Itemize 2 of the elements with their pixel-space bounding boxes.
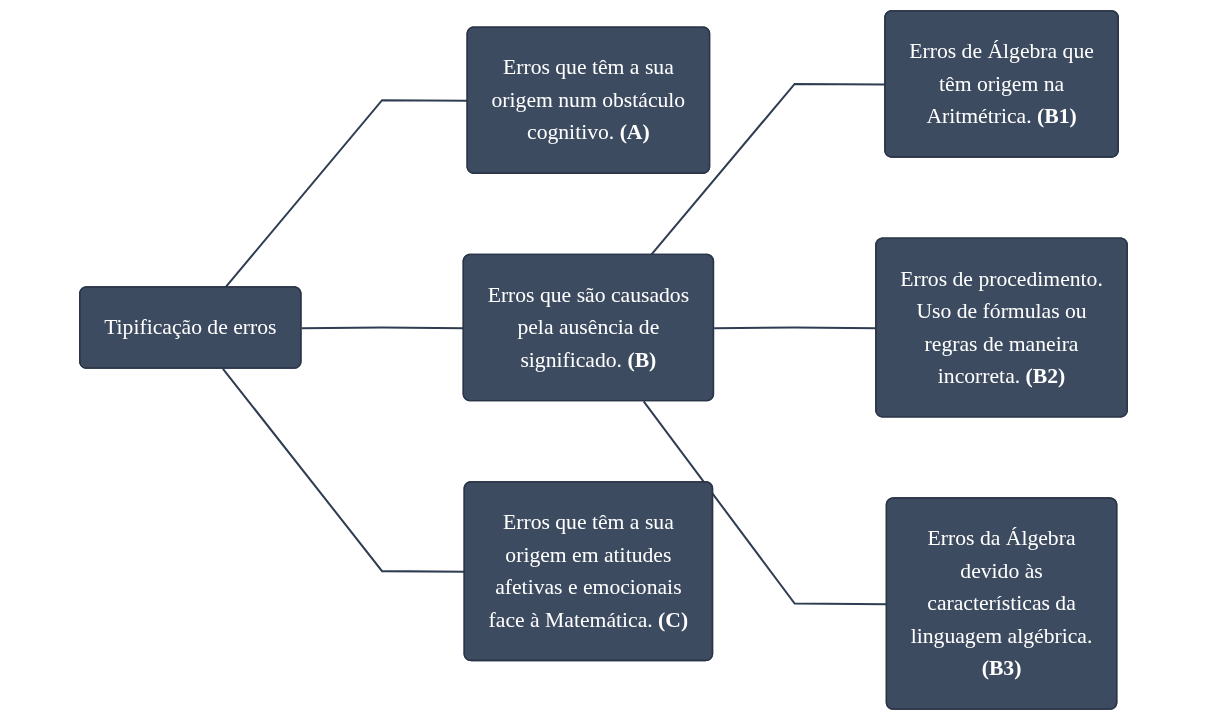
connector <box>222 368 465 573</box>
connector <box>301 326 464 330</box>
